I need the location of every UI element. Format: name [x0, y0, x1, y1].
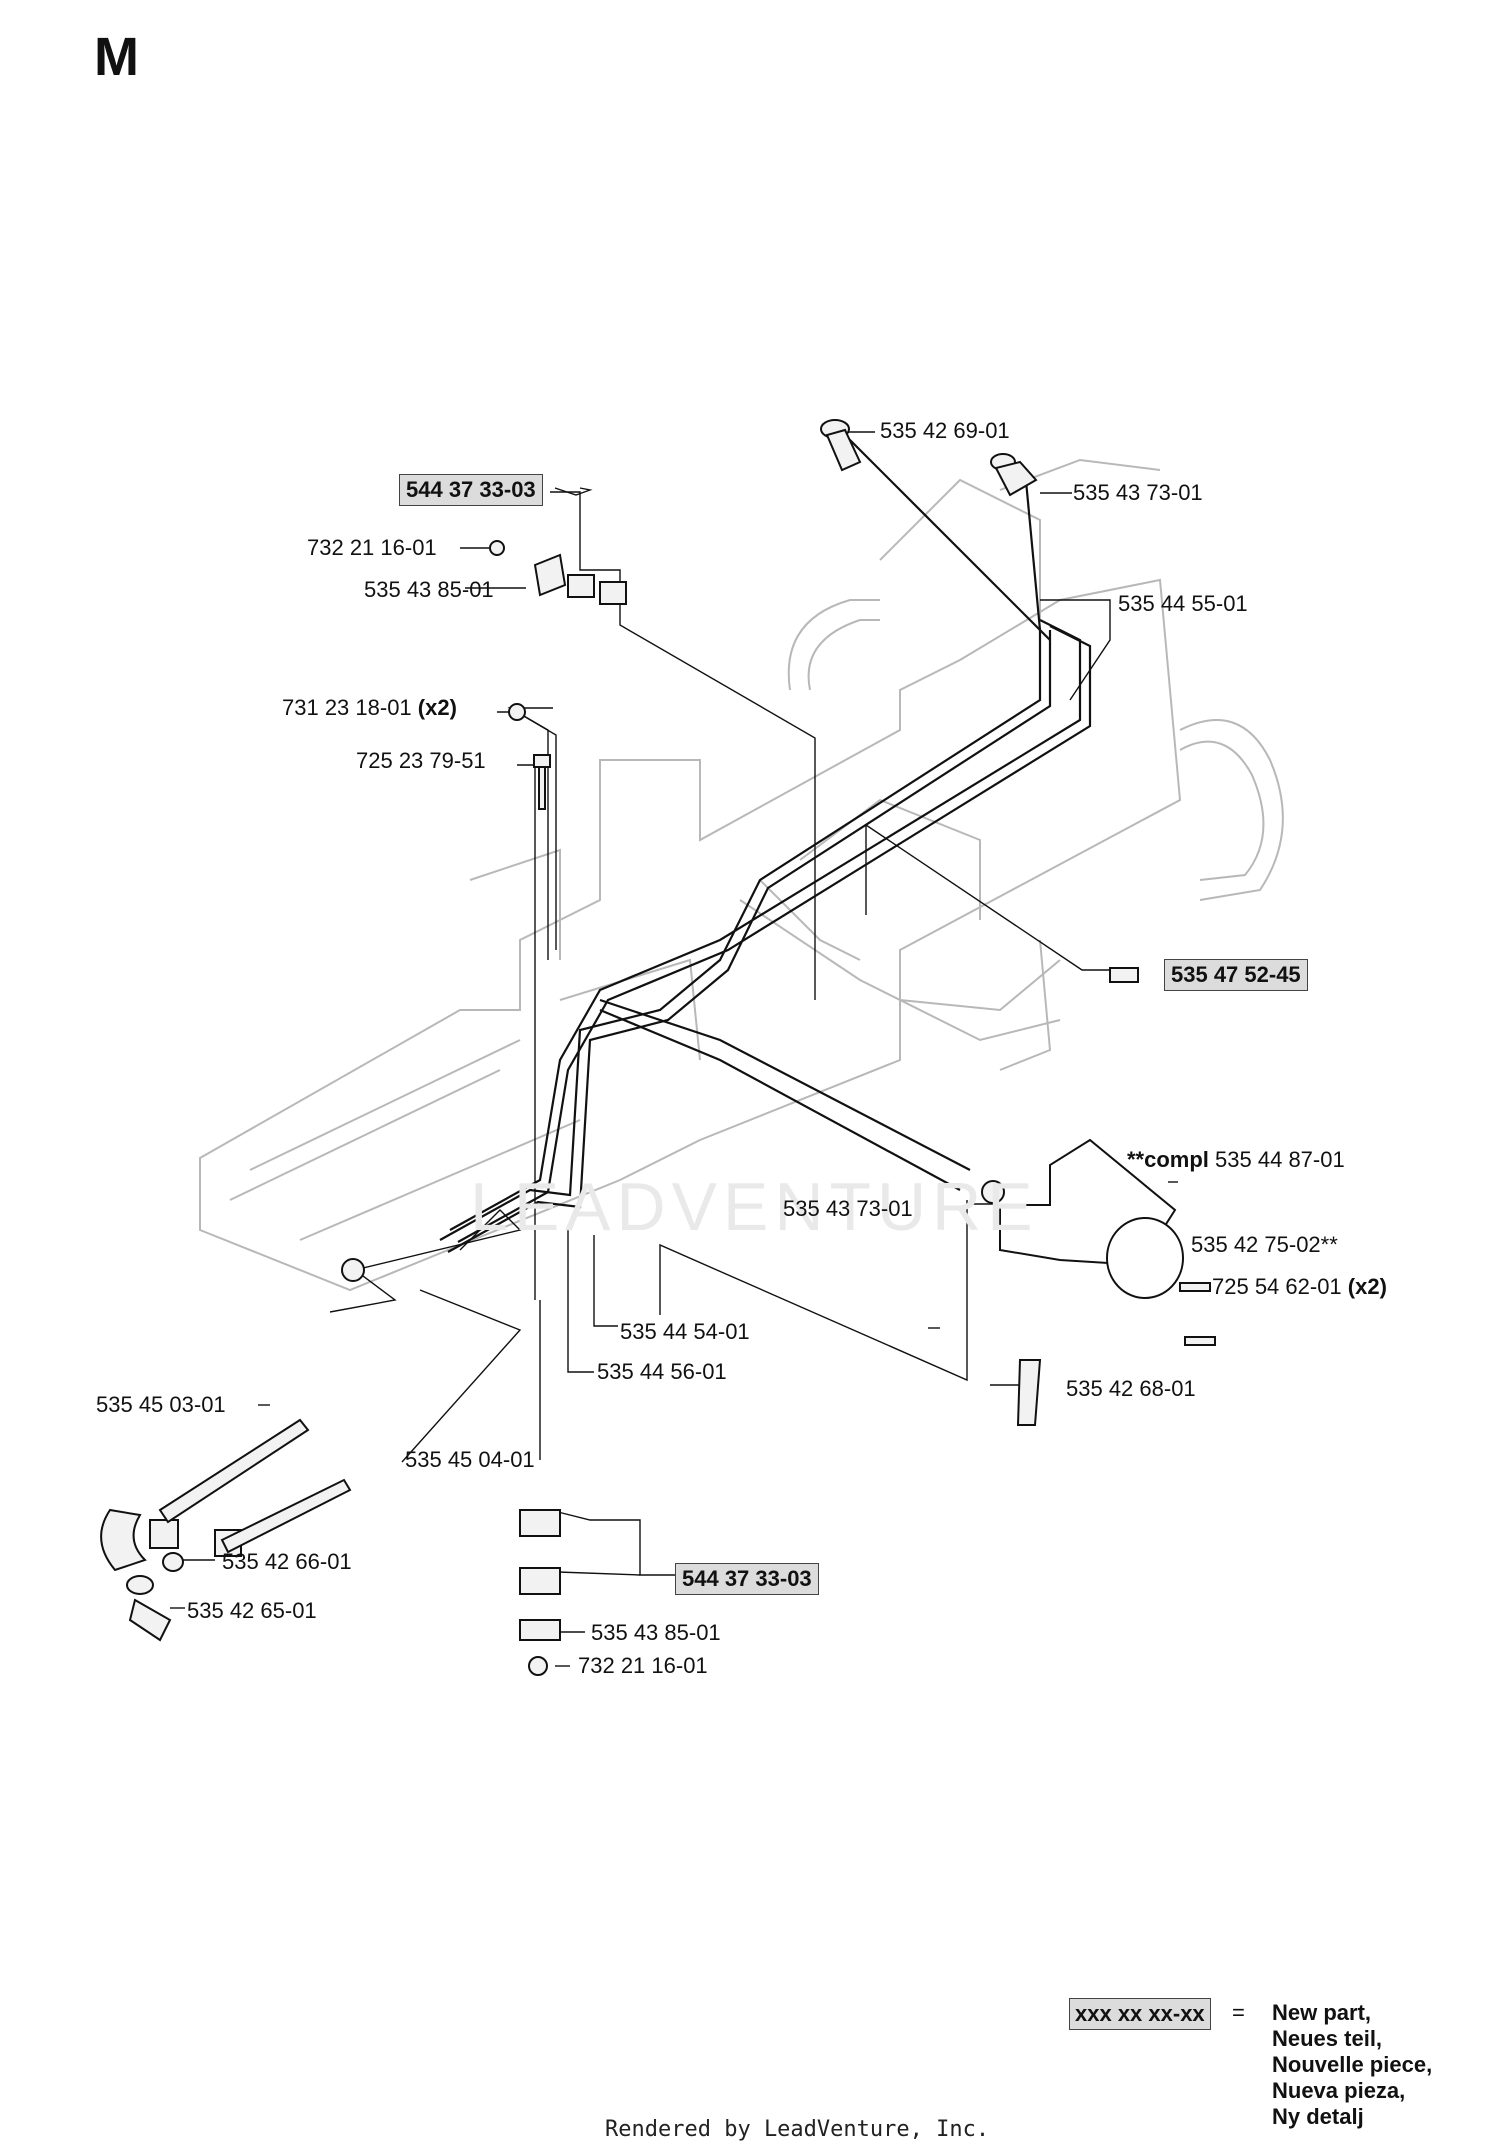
legend-line: Ny detalj — [1272, 2104, 1364, 2129]
part-535426601[interactable]: 535 42 66-01 — [222, 1549, 352, 1574]
part-535445401[interactable]: 535 44 54-01 — [620, 1319, 750, 1344]
part-535437301-mid[interactable]: 535 43 73-01 — [783, 1196, 913, 1221]
part-compl-535448701[interactable]: **compl 535 44 87-01 — [1127, 1147, 1345, 1173]
part-535438501-top[interactable]: 535 43 85-01 — [364, 577, 494, 602]
part-535445601[interactable]: 535 44 56-01 — [597, 1359, 727, 1384]
fitting-shapes — [100, 419, 1216, 1676]
compl-prefix: **compl — [1127, 1147, 1209, 1172]
legend-sample-part: xxx xx xx-xx — [1069, 1998, 1211, 2030]
legend-line: New part, — [1272, 2000, 1372, 2025]
part-535437301-top[interactable]: 535 43 73-01 — [1073, 480, 1203, 505]
part-544373303-bot[interactable]: 544 37 33-03 — [675, 1563, 819, 1595]
legend-line: Neues teil, — [1272, 2026, 1383, 2051]
part-725237951[interactable]: 725 23 79-51 — [356, 748, 486, 773]
section-letter: M — [94, 27, 139, 87]
part-535445501[interactable]: 535 44 55-01 — [1118, 591, 1248, 616]
part-535427502[interactable]: 535 42 75-02** — [1191, 1232, 1338, 1257]
compl-number: 535 44 87-01 — [1215, 1147, 1345, 1172]
legend-text: New part, Neues teil, Nouvelle piece, Nu… — [1272, 2000, 1432, 2130]
part-731231801[interactable]: 731 23 18-01 (x2) — [282, 695, 457, 721]
watermark: LEADVENTURE — [470, 1169, 1039, 1245]
legend-equals: = — [1232, 2000, 1245, 2025]
part-732211601-top[interactable]: 732 21 16-01 — [307, 535, 437, 560]
footer-credit: Rendered by LeadVenture, Inc. — [605, 2117, 990, 2142]
hydraulic-tubes — [439, 429, 1092, 1253]
part-535426501[interactable]: 535 42 65-01 — [187, 1598, 317, 1623]
part-731231801-qty: (x2) — [417, 695, 457, 720]
frame-outline — [199, 458, 1182, 1292]
legend-line: Nouvelle piece, — [1272, 2052, 1433, 2077]
part-535426901[interactable]: 535 42 69-01 — [880, 418, 1010, 443]
part-535475245[interactable]: 535 47 52-45 — [1164, 959, 1308, 991]
part-731231801-number: 731 23 18-01 — [282, 695, 412, 720]
part-725546201-qty: (x2) — [1347, 1274, 1387, 1299]
part-535450301[interactable]: 535 45 03-01 — [96, 1392, 226, 1417]
roll-bar-outline — [787, 599, 1284, 901]
part-535450401[interactable]: 535 45 04-01 — [405, 1447, 535, 1472]
part-535426801[interactable]: 535 42 68-01 — [1066, 1376, 1196, 1401]
part-732211601-bot[interactable]: 732 21 16-01 — [578, 1653, 708, 1678]
part-535438501-bot[interactable]: 535 43 85-01 — [591, 1620, 721, 1645]
part-725546201[interactable]: 725 54 62-01 (x2) — [1212, 1274, 1387, 1300]
legend-line: Nueva pieza, — [1272, 2078, 1406, 2103]
part-725546201-number: 725 54 62-01 — [1212, 1274, 1342, 1299]
part-544373303-top[interactable]: 544 37 33-03 — [399, 474, 543, 506]
